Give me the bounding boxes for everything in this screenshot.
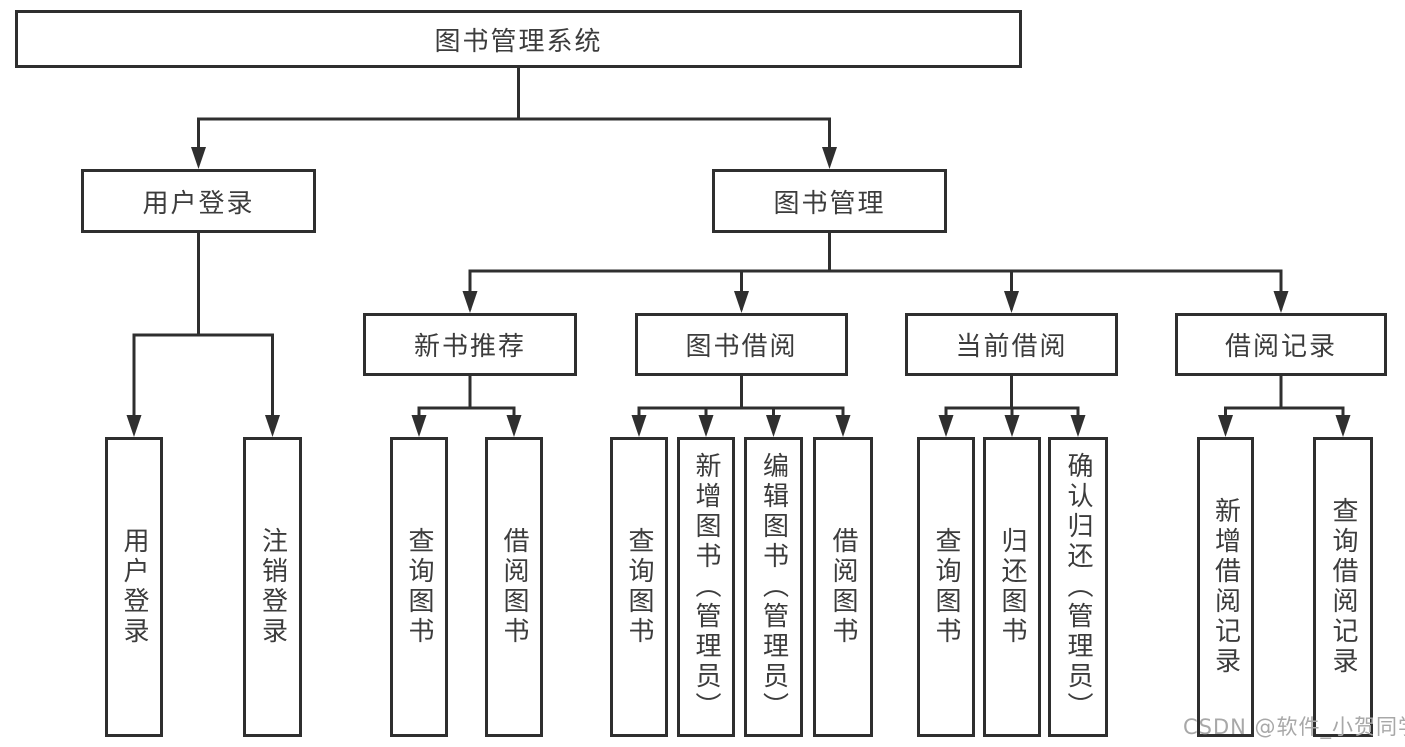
node-current-borrowing: 当前借阅 (905, 313, 1118, 376)
arrowhead-icon (411, 415, 427, 437)
node-leaf-edit-books-admin: 编辑图书（管理员） (744, 437, 803, 737)
arrowhead-icon (462, 291, 478, 313)
arrowhead-icon (126, 415, 142, 437)
node-borrowing-records: 借阅记录 (1175, 313, 1387, 376)
node-leaf-query-books-2: 查询图书 (610, 437, 668, 737)
arrowhead-icon (734, 291, 749, 313)
arrowhead-icon (835, 415, 851, 437)
arrowhead-icon (1004, 291, 1019, 313)
arrowhead-icon (1070, 415, 1086, 437)
arrowhead-icon (506, 415, 522, 437)
arrowhead-icon (766, 415, 781, 437)
node-leaf-query-books-1: 查询图书 (390, 437, 448, 737)
arrowhead-icon (822, 147, 837, 169)
node-book-management-branch: 图书管理 (712, 169, 947, 233)
node-library-management-system: 图书管理系统 (15, 10, 1022, 68)
node-leaf-add-borrow-record: 新增借阅记录 (1197, 437, 1254, 737)
node-leaf-borrow-books-2: 借阅图书 (813, 437, 873, 737)
node-leaf-return-books: 归还图书 (983, 437, 1041, 737)
arrowhead-icon (631, 415, 647, 437)
node-leaf-add-books-admin: 新增图书（管理员） (677, 437, 735, 737)
arrowhead-icon (265, 415, 280, 437)
arrowhead-icon (1335, 415, 1351, 437)
csdn-watermark: CSDN @软件_小贺同学 (1183, 715, 1405, 739)
node-leaf-logout: 注销登录 (243, 437, 302, 737)
arrowhead-icon (191, 147, 206, 169)
node-leaf-user-login: 用户登录 (105, 437, 163, 737)
node-book-borrowing: 图书借阅 (635, 313, 848, 376)
node-leaf-query-books-3: 查询图书 (917, 437, 975, 737)
arrowhead-icon (1004, 415, 1020, 437)
node-leaf-query-borrow-record: 查询借阅记录 (1313, 437, 1373, 737)
arrowhead-icon (1218, 415, 1233, 437)
arrowhead-icon (1273, 291, 1289, 313)
node-leaf-confirm-return-admin: 确认归还（管理员） (1048, 437, 1108, 737)
arrowhead-icon (938, 415, 954, 437)
node-leaf-borrow-books-1: 借阅图书 (485, 437, 543, 737)
node-user-login-branch: 用户登录 (81, 169, 316, 233)
node-new-book-recommendation: 新书推荐 (363, 313, 577, 376)
arrowhead-icon (698, 415, 714, 437)
